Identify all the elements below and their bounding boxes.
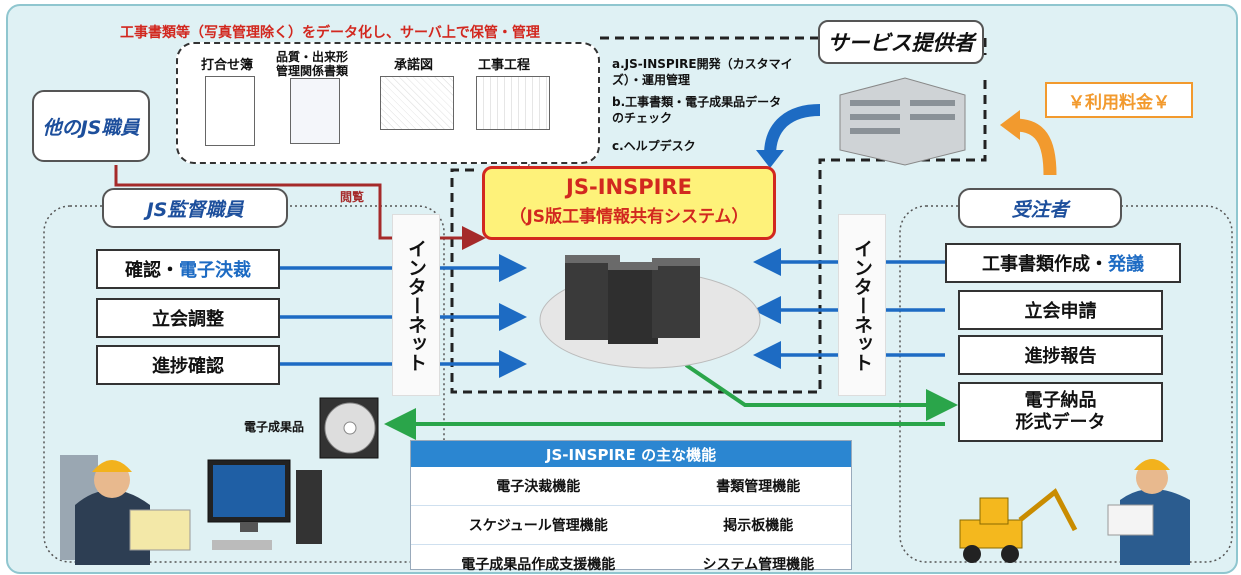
contractor-item-create: 工事書類作成・発議 [945, 243, 1181, 283]
browse-label: 閲覧 [340, 190, 365, 204]
features-table: 電子決裁機能 書類管理機能 スケジュール管理機能 掲示板機能 電子成果品作成支援… [411, 467, 851, 575]
contractor-item-witness: 立会申請 [958, 290, 1163, 330]
table-row: 電子成果品作成支援機能 システム管理機能 [411, 544, 851, 575]
contractor-item-report: 進捗報告 [958, 335, 1163, 375]
fee-arrow-head [1000, 110, 1020, 140]
supervisor-item-adjust: 立会調整 [96, 298, 280, 338]
provider-arrow-head [756, 150, 784, 168]
title-note: 工事書類等（写真管理除く）をデータ化し、サーバ上で保管・管理 [120, 25, 540, 41]
supervisor-label: JS監督職員 [102, 188, 288, 228]
system-subtitle: （JS版工事情報共有システム） [509, 207, 749, 227]
contractor-item-text: 立会申請 [1024, 301, 1097, 322]
supervisor-group-outline [43, 205, 445, 563]
supervisor-item-text: 立会調整 [152, 309, 224, 330]
supervisor-item-text: 確認・ [125, 260, 179, 281]
fee-label: ￥利用料金￥ [1045, 82, 1193, 118]
backhoe-icon [959, 488, 1078, 563]
table-row: 電子決裁機能 書類管理機能 [411, 467, 851, 506]
contractor-item-text: 工事書類作成・ [982, 254, 1108, 275]
feature-cell: 掲示板機能 [665, 505, 851, 545]
doc-thumbnail-approval [380, 76, 454, 130]
supervisor-item-progress: 進捗確認 [96, 345, 280, 385]
building-icon [839, 77, 966, 166]
internet-text: インターネット [405, 238, 427, 372]
other-staff-label: 他のJS職員 [32, 90, 150, 162]
doc-thumbnail-meeting [205, 76, 255, 146]
doc-thumbnail-quality [290, 78, 340, 144]
provider-task-b: b.工事書類・電子成果品データのチェック [612, 95, 782, 125]
deliverable-label: 電子成果品 [244, 420, 305, 434]
provider-task-c: c.ヘルプデスク [612, 139, 696, 153]
doc-label-approval: 承諾図 [394, 58, 434, 73]
feature-cell: スケジュール管理機能 [411, 505, 666, 545]
contractor-label: 受注者 [958, 188, 1122, 228]
computer-icon [207, 459, 322, 550]
feature-cell: 電子成果品作成支援機能 [411, 544, 666, 575]
contractor-item-text: 進捗報告 [1024, 346, 1097, 367]
doc-label-quality: 品質・出来形 管理関係書類 [276, 50, 349, 78]
system-box: JS-INSPIRE （JS版工事情報共有システム） [482, 166, 776, 240]
provider-arrow [764, 104, 821, 156]
features-title: JS-INSPIRE の主な機能 [411, 441, 851, 467]
internet-text: インターネット [851, 238, 873, 372]
fee-arrow [1014, 118, 1057, 176]
feature-cell: 電子決裁機能 [411, 467, 666, 506]
internet-label-left: インターネット [392, 214, 440, 396]
supervisor-person-icon [60, 455, 191, 565]
doc-thumbnail-schedule [476, 76, 550, 130]
cd-icon [319, 397, 379, 459]
supervisor-item-text: 進捗確認 [152, 356, 224, 377]
contractor-person-icon [1107, 459, 1190, 565]
provider-task-a: a.JS-INSPIRE開発（カスタマイズ）・運用管理 [612, 57, 793, 87]
feature-cell: 書類管理機能 [665, 467, 851, 506]
doc-label-meeting: 打合せ簿 [201, 58, 254, 73]
features-panel: JS-INSPIRE の主な機能 電子決裁機能 書類管理機能 スケジュール管理機… [410, 440, 852, 575]
delivery-arrow [684, 363, 958, 421]
system-boundary [450, 36, 987, 394]
service-provider-label: サービス提供者 [818, 20, 984, 64]
contractor-item-highlight: 発議 [1108, 254, 1144, 275]
supervisor-item-highlight: 電子決裁 [179, 260, 251, 281]
doc-label-schedule: 工事工程 [478, 58, 531, 73]
system-name: JS-INSPIRE [566, 175, 692, 199]
server-icon [565, 255, 700, 344]
table-row: スケジュール管理機能 掲示板機能 [411, 505, 851, 545]
feature-cell: システム管理機能 [665, 544, 851, 575]
internet-label-right: インターネット [838, 214, 886, 396]
supervisor-item-confirm: 確認・電子決裁 [96, 249, 280, 289]
contractor-delivery: 電子納品 形式データ [958, 382, 1163, 442]
